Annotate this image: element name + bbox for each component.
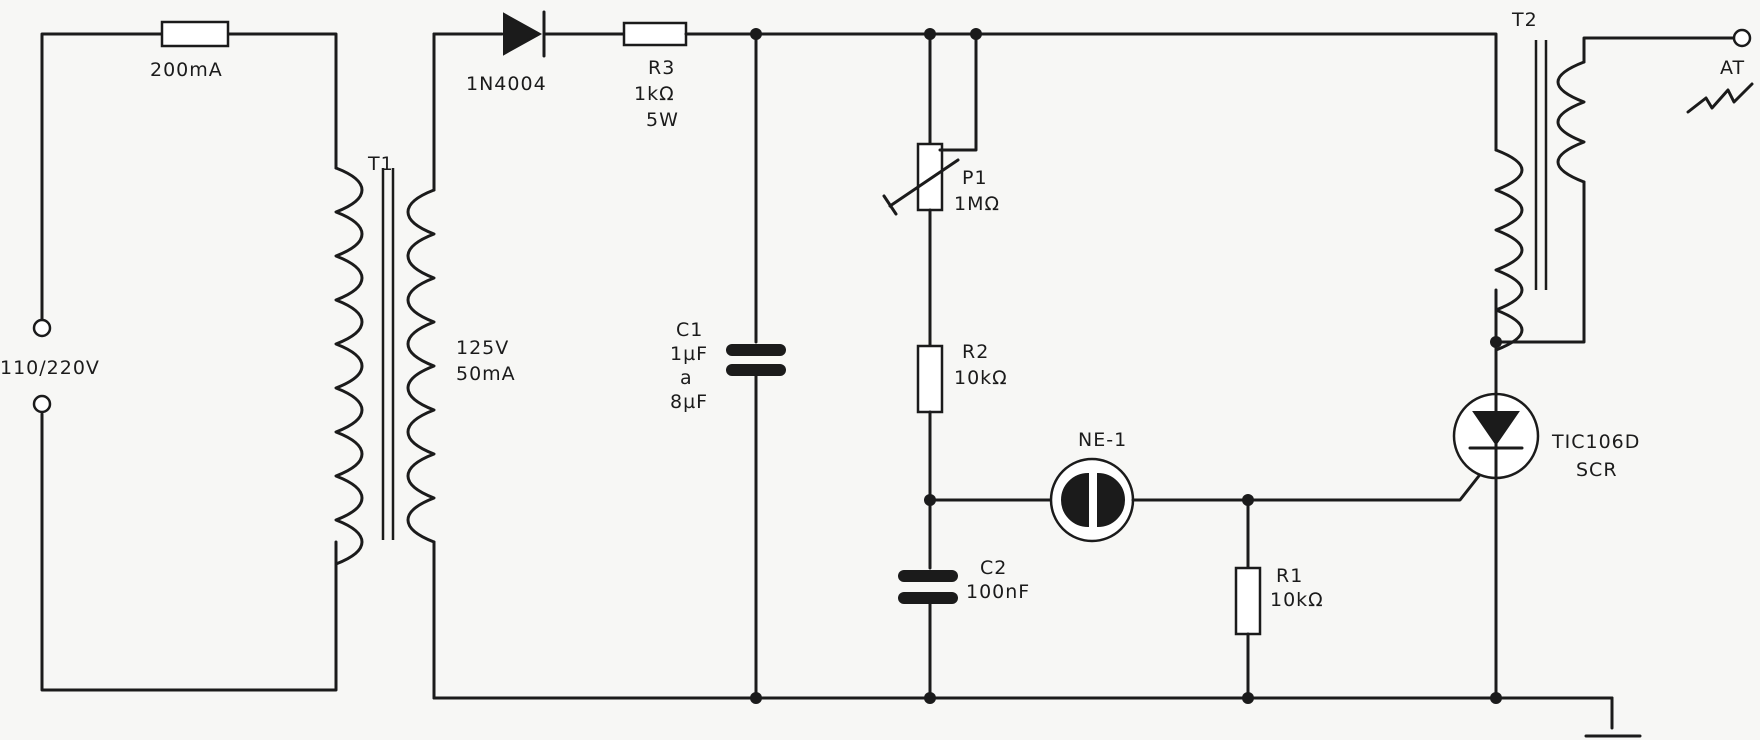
t2-label: T2 [1511, 9, 1538, 31]
mains-voltage-label: 110/220V [0, 357, 100, 379]
ne1-label: NE-1 [1078, 429, 1127, 451]
diode-label: 1N4004 [466, 73, 547, 95]
p1-name-label: P1 [962, 167, 988, 189]
rectifier-section [432, 10, 1498, 152]
fuse [160, 20, 230, 48]
r3-name-label: R3 [648, 57, 675, 79]
c2-name-label: C2 [980, 557, 1007, 579]
output-at-label: AT [1720, 57, 1745, 79]
spark-icon [1686, 82, 1754, 114]
scr-tic106d [1452, 392, 1540, 700]
fuse-label: 200mA [150, 59, 223, 81]
transformer-t2 [1494, 28, 1752, 412]
capacitor-c1 [726, 32, 786, 700]
capacitor-c2-plate-bottom [898, 592, 958, 604]
p1-value-label: 1MΩ [954, 193, 1000, 215]
r2-value-label: 10kΩ [954, 367, 1008, 389]
secondary-current-label: 50mA [456, 363, 516, 385]
t1-label: T1 [367, 153, 394, 175]
resistor-r2 [916, 344, 944, 414]
mains-terminal-top [32, 318, 52, 338]
r3-value-label: 1kΩ [634, 83, 675, 105]
transformer-t1 [334, 32, 436, 700]
c2-value-label: 100nF [966, 581, 1030, 603]
diode-1n4004 [503, 12, 543, 56]
junction-dots [750, 28, 1502, 704]
scr-type-label: SCR [1576, 459, 1618, 481]
capacitor-c2-plate-top [898, 570, 958, 582]
r1-value-label: 10kΩ [1270, 589, 1324, 611]
output-terminal [1732, 28, 1752, 48]
r2-name-label: R2 [962, 341, 989, 363]
resistor-r1 [1234, 566, 1262, 636]
secondary-voltage-label: 125V [456, 337, 509, 359]
trigger-network [928, 457, 1484, 700]
potentiometer-p1 [916, 142, 944, 212]
resistor-r3 [622, 21, 688, 47]
c1-value2-label: 8µF [670, 391, 708, 413]
mains-terminal-bottom [32, 394, 52, 414]
ground-symbol [1584, 696, 1642, 738]
c1-separator-label: a [680, 367, 693, 389]
mains-input-circuit [32, 20, 338, 692]
c1-value1-label: 1µF [670, 343, 708, 365]
r3-power-label: 5W [646, 109, 679, 131]
scr-part-label: TIC106D [1551, 431, 1640, 453]
timing-branch [882, 32, 978, 700]
c1-name-label: C1 [676, 319, 703, 341]
r1-name-label: R1 [1276, 565, 1303, 587]
